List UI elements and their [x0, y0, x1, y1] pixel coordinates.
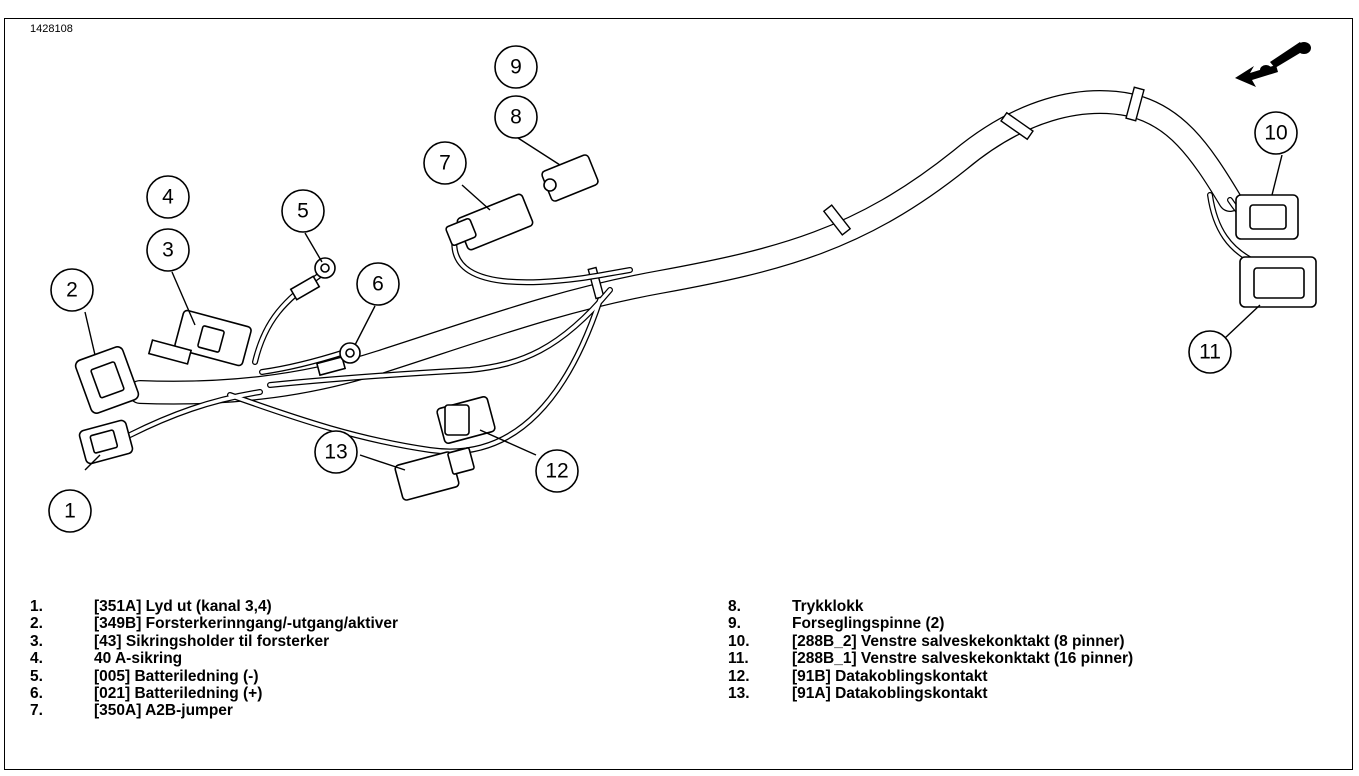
svg-text:9: 9 — [510, 56, 522, 79]
callout-5: 5 — [281, 189, 325, 233]
callout-7: 7 — [423, 141, 467, 185]
leader-lines — [84, 137, 1283, 471]
connector-350a-a2b-jumper — [445, 193, 534, 251]
svg-text:1: 1 — [64, 500, 76, 523]
svg-text:3: 3 — [162, 239, 174, 262]
legend-item: 13.[91A] Datakoblingskontakt — [728, 685, 988, 703]
callout-10: 10 — [1254, 111, 1298, 155]
connector-91a — [394, 447, 475, 501]
fuse-holder-43 — [147, 309, 252, 367]
legend-item: 11.[288B_1] Venstre salveskekonktakt (16… — [728, 650, 1134, 668]
svg-text:4: 4 — [162, 186, 174, 209]
svg-text:5: 5 — [297, 200, 309, 223]
wiring-harness-diagram: 1 2 3 4 5 6 7 8 9 10 11 12 13 — [48, 42, 1317, 533]
branch-wires — [127, 192, 1265, 455]
connector-91b — [436, 395, 496, 445]
connector-288b-2 — [1235, 194, 1299, 240]
callout-4: 4 — [146, 175, 190, 219]
legend-left-column: 1.[351A] Lyd ut (kanal 3,4) 2.[349B] For… — [30, 598, 398, 720]
legend-item: 1.[351A] Lyd ut (kanal 3,4) — [30, 598, 272, 615]
callout-group: 1 2 3 4 5 6 7 8 9 10 11 12 13 — [48, 45, 1298, 533]
figure-frame — [4, 18, 1353, 770]
callout-11: 11 — [1188, 330, 1232, 374]
svg-text:8: 8 — [510, 106, 522, 129]
connector-351a — [78, 419, 134, 465]
connector-349b — [74, 346, 140, 414]
callout-1: 1 — [48, 489, 92, 533]
legend-item: 5.[005] Batteriledning (-) — [30, 667, 259, 685]
callout-6: 6 — [356, 262, 400, 306]
motorcycle-forward-arrow-icon — [1235, 42, 1311, 87]
harness-clips — [587, 86, 1145, 300]
svg-text:7: 7 — [439, 152, 451, 175]
callout-3: 3 — [146, 228, 190, 272]
legend-item: 3.[43] Sikringsholder til forsterker — [30, 632, 330, 650]
svg-text:10: 10 — [1264, 122, 1287, 145]
legend-item: 12.[91B] Datakoblingskontakt — [728, 667, 988, 685]
legend-item: 4.40 A-sikring — [30, 650, 183, 668]
legend-item: 2.[349B] Forsterkerinngang/-utgang/aktiv… — [30, 615, 399, 633]
svg-text:11: 11 — [1199, 341, 1221, 364]
legend-item: 7.[350A] A2B-jumper — [30, 702, 233, 720]
legend-item: 9.Forseglingspinne (2) — [728, 615, 945, 633]
svg-text:13: 13 — [324, 441, 347, 464]
legend-item: 8.Trykklokk — [728, 598, 864, 615]
pressure-cap — [541, 154, 599, 202]
callout-2: 2 — [50, 268, 94, 312]
figure-id: 1428108 — [30, 23, 73, 35]
connector-288b-1 — [1239, 256, 1317, 308]
legend-item: 6.[021] Batteriledning (+) — [30, 685, 263, 703]
callout-9: 9 — [494, 45, 538, 89]
battery-ring-terminal-021 — [315, 342, 361, 377]
battery-ring-terminal-005 — [289, 257, 336, 301]
svg-text:6: 6 — [372, 273, 384, 296]
svg-text:2: 2 — [66, 279, 78, 302]
callout-13: 13 — [314, 430, 358, 474]
harness-trunk — [128, 90, 1242, 405]
svg-text:12: 12 — [545, 460, 568, 483]
callout-12: 12 — [535, 449, 579, 493]
callout-8: 8 — [494, 95, 538, 139]
legend-right-column: 8.Trykklokk 9.Forseglingspinne (2) 10.[2… — [728, 598, 1133, 702]
legend-item: 10.[288B_2] Venstre salveskekonktakt (8 … — [728, 632, 1125, 650]
